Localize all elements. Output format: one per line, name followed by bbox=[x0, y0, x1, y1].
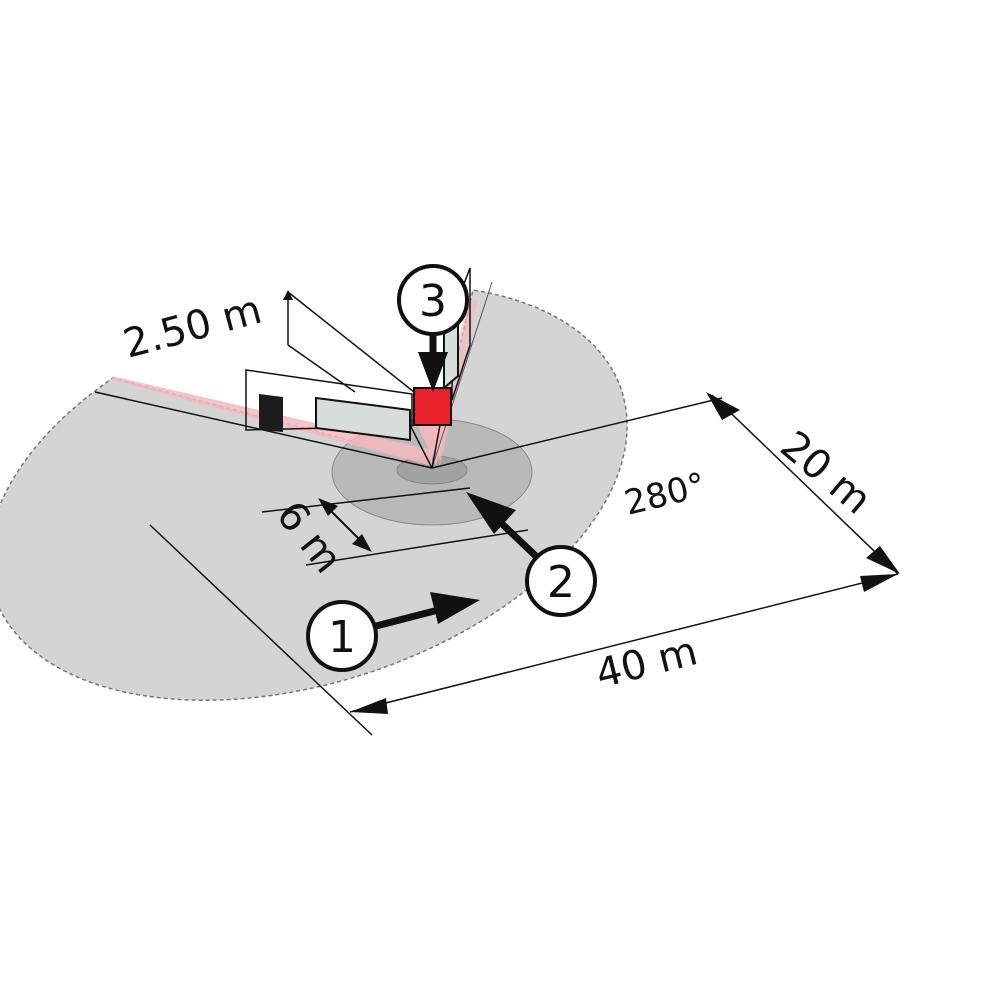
height-leader-b bbox=[287, 344, 356, 393]
sensor bbox=[413, 387, 452, 426]
angle-label: 280° bbox=[621, 465, 710, 524]
height-leader-a bbox=[287, 291, 415, 393]
callout-2-arrowhead bbox=[466, 492, 516, 534]
wall-left bbox=[315, 396, 411, 442]
beam-down bbox=[418, 426, 448, 465]
callout-1-arrowhead bbox=[430, 592, 480, 624]
callout-1-circle bbox=[306, 600, 378, 672]
callout-1-number: 1 bbox=[328, 612, 356, 663]
width-dimension-line bbox=[711, 394, 899, 575]
axis-line-right bbox=[431, 397, 723, 469]
support-line-b bbox=[431, 424, 441, 469]
length-arrow-right bbox=[860, 574, 898, 592]
callout-1-arrow bbox=[375, 604, 447, 630]
mounting-plane-left bbox=[245, 369, 413, 431]
length-arrow-left bbox=[350, 698, 388, 714]
height-label: 2.50 m bbox=[119, 287, 267, 368]
inner-radius-ext-bottom bbox=[305, 529, 529, 566]
dark-object bbox=[259, 394, 283, 432]
callout-3-number: 3 bbox=[419, 276, 447, 327]
callout-2-circle bbox=[525, 545, 597, 617]
callout-3-arrowhead bbox=[418, 352, 448, 392]
inner-radius-arrow-top bbox=[318, 498, 338, 516]
length-label: 40 m bbox=[591, 628, 702, 697]
length-ext-left bbox=[149, 524, 373, 736]
inner-radius-arrow-bottom bbox=[352, 534, 372, 552]
axis-line-up bbox=[431, 281, 493, 469]
width-arrow-bottom bbox=[866, 546, 900, 574]
callout-3-circle bbox=[397, 264, 469, 336]
support-line-a bbox=[409, 424, 433, 469]
coverage-area-outer bbox=[0, 289, 628, 701]
inner-radius-ext-top bbox=[261, 487, 471, 513]
length-dimension-line bbox=[349, 573, 899, 713]
callout-2-arrow bbox=[497, 519, 543, 563]
width-label: 20 m bbox=[772, 422, 880, 523]
width-arrow-top bbox=[706, 392, 740, 420]
callout-2-number: 2 bbox=[547, 557, 575, 608]
